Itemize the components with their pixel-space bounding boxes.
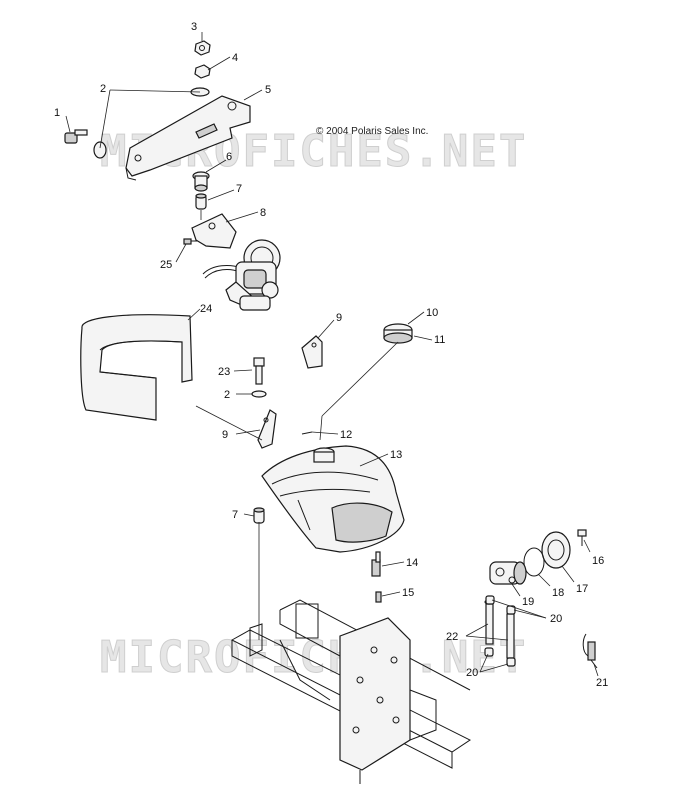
fuel-pump-part-19: [489, 561, 527, 585]
callout-24: 24: [200, 303, 212, 315]
clamp-part-20-a: [485, 595, 495, 605]
hose-part-22-b: [506, 613, 515, 659]
clip-part-15: [375, 591, 382, 603]
vent-part-12: [301, 431, 313, 435]
bracket-part-9-lower: [257, 409, 277, 449]
callout-21: 21: [596, 677, 608, 689]
screw-part-16: [577, 529, 587, 546]
clamp-part-20-c: [484, 647, 494, 657]
washer-part-2-left: [93, 141, 107, 159]
clamp-part-20-d: [506, 657, 516, 667]
chassis-frame: [230, 599, 471, 784]
callout-16: 16: [592, 555, 604, 567]
fuel-valve-part-14: [371, 551, 381, 577]
callout-2-top: 2: [100, 83, 106, 95]
nut-part-4: [194, 64, 211, 79]
bolt-part-23: [253, 357, 265, 385]
grommet-part-7-top: [195, 193, 207, 210]
callout-6: 6: [226, 151, 232, 163]
callout-7-lower: 7: [232, 509, 238, 521]
gasket-part-18: [523, 547, 545, 577]
hose-part-22-a: [484, 599, 494, 645]
callout-13: 13: [390, 449, 402, 461]
callout-4: 4: [232, 52, 238, 64]
nut-part-3: [194, 40, 211, 56]
bolt-part-1: [64, 129, 88, 144]
screw-part-25: [183, 238, 198, 245]
callout-1: 1: [54, 107, 60, 119]
callout-11: 11: [434, 334, 445, 346]
clip-part-21: [582, 633, 598, 669]
callout-7-top: 7: [236, 183, 242, 195]
foam-part-24: [80, 314, 193, 421]
bracket-part-5: [125, 95, 251, 181]
callout-25: 25: [160, 259, 172, 271]
washer-part-2-lower: [251, 390, 267, 398]
callout-22: 22: [446, 631, 458, 643]
leader-lines: [65, 32, 599, 677]
callout-labels: 3 4 2 5 1 6 7 8 25 24 9 10 11 23 2 9 12 …: [54, 21, 608, 689]
callout-5: 5: [265, 84, 271, 96]
bracket-part-9-upper: [301, 335, 323, 369]
copyright-text: © 2004 Polaris Sales Inc.: [316, 126, 428, 137]
callout-15: 15: [402, 587, 414, 599]
grommet-part-7-bottom: [253, 507, 265, 524]
callout-20-right: 20: [550, 613, 562, 625]
callout-23: 23: [218, 366, 230, 378]
watermark-bottom: MICROFICHES.NET: [100, 632, 527, 683]
callout-14: 14: [406, 557, 418, 569]
fuel-tank-part-13: [261, 445, 405, 553]
callout-3: 3: [191, 21, 197, 33]
callout-12: 12: [340, 429, 352, 441]
callout-9-upper: 9: [336, 312, 342, 324]
callout-18: 18: [552, 587, 564, 599]
cover-part-17: [541, 531, 571, 569]
fuel-cap-part-10: [383, 323, 413, 344]
callout-8: 8: [260, 207, 266, 219]
plate-part-8: [191, 213, 237, 249]
callout-20-left: 20: [466, 667, 478, 679]
callout-2-lower: 2: [224, 389, 230, 401]
stud-part-6: [192, 171, 210, 192]
callout-9-lower: 9: [222, 429, 228, 441]
carburetor-assembly: [202, 239, 281, 311]
callout-17: 17: [576, 583, 588, 595]
callout-10: 10: [426, 307, 438, 319]
callout-19: 19: [522, 596, 534, 608]
